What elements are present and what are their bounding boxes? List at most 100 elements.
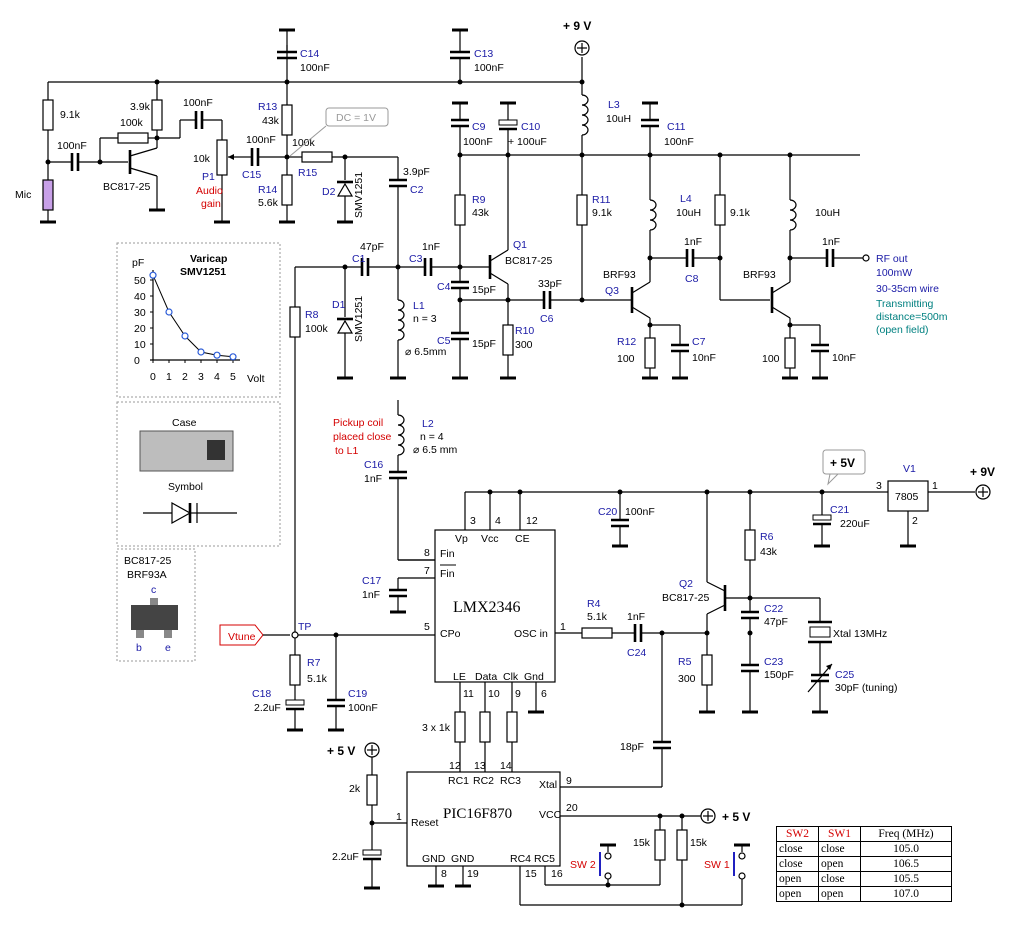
svg-text:1nF: 1nF — [684, 236, 702, 248]
svg-text:100mW: 100mW — [876, 267, 912, 279]
svg-text:D2: D2 — [322, 186, 336, 198]
svg-text:100: 100 — [617, 353, 635, 365]
svg-text:C20: C20 — [598, 506, 617, 518]
y-tick-label: 0 — [134, 355, 140, 367]
switches: 15k SW 2 15k SW 1 — [520, 816, 752, 908]
svg-text:gain: gain — [201, 198, 221, 210]
svg-text:C9: C9 — [472, 121, 486, 133]
svg-text:100k: 100k — [120, 117, 144, 129]
svg-text:BC817-25: BC817-25 — [124, 555, 171, 567]
svg-text:C16: C16 — [364, 459, 383, 471]
svg-text:6: 6 — [541, 688, 547, 700]
svg-text:5.1k: 5.1k — [307, 673, 328, 685]
svg-text:L1: L1 — [413, 300, 425, 312]
svg-text:+ 5V: + 5V — [830, 456, 855, 470]
svg-text:pF: pF — [132, 257, 144, 269]
svg-text:220uF: 220uF — [840, 518, 870, 530]
tank: 47pF C1 1nF C3 D1 SMV1251 L1 n = 3 ⌀ 6.5… — [289, 241, 490, 633]
svg-text:Vcc: Vcc — [481, 533, 499, 545]
svg-text:C2: C2 — [410, 184, 424, 196]
x-tick-label: 2 — [182, 371, 188, 383]
col-sw1: SW1 — [818, 826, 861, 842]
svg-text:Transmitting: Transmitting — [876, 298, 934, 310]
svg-text:Xtal 13MHz: Xtal 13MHz — [833, 628, 887, 640]
svg-text:⌀ 6.5 mm: ⌀ 6.5 mm — [413, 444, 457, 456]
svg-text:C11: C11 — [667, 121, 686, 133]
svg-text:RC4: RC4 — [510, 853, 531, 865]
svg-text:100nF: 100nF — [474, 62, 504, 74]
data-point — [165, 308, 173, 316]
svg-text:Q2: Q2 — [679, 578, 693, 590]
y-tick-label: 30 — [134, 307, 146, 319]
pinout-frame — [116, 548, 196, 662]
svg-text:10nF: 10nF — [832, 352, 856, 364]
microphone-icon — [42, 179, 54, 211]
svg-text:15k: 15k — [633, 837, 651, 849]
col-sw2: SW2 — [776, 826, 819, 842]
svg-text:n = 3: n = 3 — [413, 313, 437, 325]
svg-text:VCC: VCC — [539, 809, 562, 821]
y-tick-label: 10 — [134, 339, 146, 351]
pic16f870-chip: 12 13 14 RC1 RC2 RC3 Xtal 9 PIC16F870 VC… — [396, 760, 750, 905]
svg-text:30pF (tuning): 30pF (tuning) — [835, 682, 897, 694]
svg-text:RC3: RC3 — [500, 775, 521, 787]
svg-text:Data: Data — [475, 671, 497, 683]
svg-text:Xtal: Xtal — [539, 779, 557, 791]
svg-text:14: 14 — [500, 760, 512, 772]
svg-text:2: 2 — [912, 515, 918, 527]
rail-5v: C20 100nF C21 220uF + 5V — [465, 449, 880, 548]
svg-text:12: 12 — [526, 515, 538, 527]
svg-text:9.1k: 9.1k — [60, 109, 81, 121]
svg-text:100: 100 — [762, 353, 780, 365]
svg-text:BRF93: BRF93 — [603, 269, 636, 281]
q1-oscillator: R9 43k C4 15pF C5 15pF Q1 BC817-25 R10 3… — [437, 152, 632, 380]
svg-text:GND: GND — [451, 853, 475, 865]
svg-text:Reset: Reset — [411, 817, 439, 829]
data-point — [181, 332, 189, 340]
y-tick-label: 40 — [134, 291, 146, 303]
svg-text:5: 5 — [424, 621, 430, 633]
svg-text:15k: 15k — [690, 837, 708, 849]
svg-text:100nF: 100nF — [664, 136, 694, 148]
svg-text:TP: TP — [298, 621, 311, 633]
mic-label: Mic — [15, 189, 31, 201]
bias-network: R13 43k R14 5.6k R15 100k DC = 1V — [258, 82, 390, 224]
svg-text:Symbol: Symbol — [168, 481, 203, 493]
svg-text:R8: R8 — [305, 309, 319, 321]
svg-text:7805: 7805 — [895, 491, 919, 503]
svg-text:Fin: Fin — [440, 568, 455, 580]
svg-text:10k: 10k — [193, 153, 211, 165]
p1-audio-gain: 10k P1 Audio gain 100nF C15 — [193, 120, 287, 224]
table-cell: 107.0 — [860, 886, 952, 902]
table-cell: close — [818, 841, 861, 857]
c2: 3.9pF C2 — [389, 156, 430, 267]
svg-text:30-35cm wire: 30-35cm wire — [876, 283, 939, 295]
table-cell: close — [776, 856, 819, 872]
svg-text:15pF: 15pF — [472, 284, 496, 296]
svg-text:+ 5 V: + 5 V — [327, 744, 355, 758]
svg-text:100nF: 100nF — [246, 134, 276, 146]
svg-text:BRF93A: BRF93A — [127, 569, 167, 581]
x-tick-label: 1 — [166, 371, 172, 383]
svg-text:V1: V1 — [903, 463, 916, 475]
varicap-series-line — [152, 275, 234, 358]
q3-buffer: L4 10uH BRF93 Q3 R12 100 C7 10nF 1nF C8 — [603, 155, 720, 380]
regulator-7805: 7805 V1 3 1 2 + 9V — [876, 463, 995, 548]
case-box: Case Symbol — [139, 417, 237, 525]
svg-text:7: 7 — [424, 565, 430, 577]
svg-text:10uH: 10uH — [606, 113, 631, 125]
data-point — [213, 351, 221, 359]
svg-text:1: 1 — [396, 811, 402, 823]
table-cell: 106.5 — [860, 856, 952, 872]
table-cell: open — [818, 886, 861, 902]
data-point — [149, 271, 157, 279]
svg-text:Audio: Audio — [196, 185, 223, 197]
table-cell: open — [818, 856, 861, 872]
svg-text:10nF: 10nF — [692, 352, 716, 364]
svg-text:C10: C10 — [521, 121, 540, 133]
svg-text:300: 300 — [515, 339, 533, 351]
svg-text:8: 8 — [424, 547, 430, 559]
svg-text:20: 20 — [566, 802, 578, 814]
